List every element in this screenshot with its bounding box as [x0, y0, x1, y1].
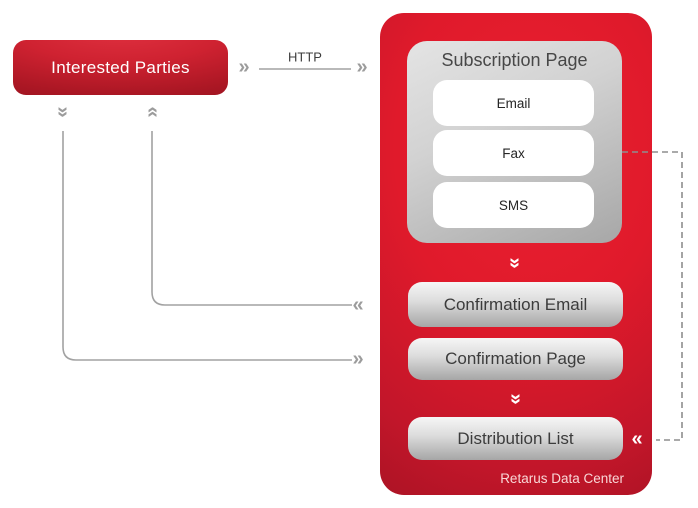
confirmation-page-connector-line [62, 131, 352, 361]
chevron-down-double-icon: » [505, 393, 527, 405]
interested-parties-label: Interested Parties [51, 57, 190, 77]
subscription-page-panel: Subscription Page Email Fax SMS [407, 41, 622, 243]
interested-parties-node: Interested Parties [13, 40, 228, 95]
chevron-down-double-icon: » [504, 257, 526, 269]
channel-fax-field: Fax [433, 130, 594, 176]
chevron-left-double-icon: « [352, 293, 364, 316]
data-center-label: Retarus Data Center [500, 471, 624, 486]
retarus-data-center-container: Subscription Page Email Fax SMS » » « Co… [380, 13, 652, 495]
chevron-down-double-icon: » [52, 106, 74, 118]
confirmation-email-connector-line [151, 131, 352, 306]
chevron-up-double-icon: » [141, 106, 163, 118]
channel-email-field: Email [433, 80, 594, 126]
chevron-right-double-icon: » [238, 55, 250, 78]
distribution-list-node: Distribution List [408, 417, 623, 460]
subscription-page-title: Subscription Page [441, 50, 588, 70]
http-label: HTTP [288, 49, 322, 65]
confirmation-page-node: Confirmation Page [408, 338, 623, 380]
confirmation-email-node: Confirmation Email [408, 282, 623, 327]
chevron-right-double-icon: » [356, 55, 368, 78]
channel-sms-field: SMS [433, 182, 594, 228]
chevron-right-double-icon: » [352, 347, 364, 370]
chevron-left-double-icon: « [631, 427, 643, 450]
